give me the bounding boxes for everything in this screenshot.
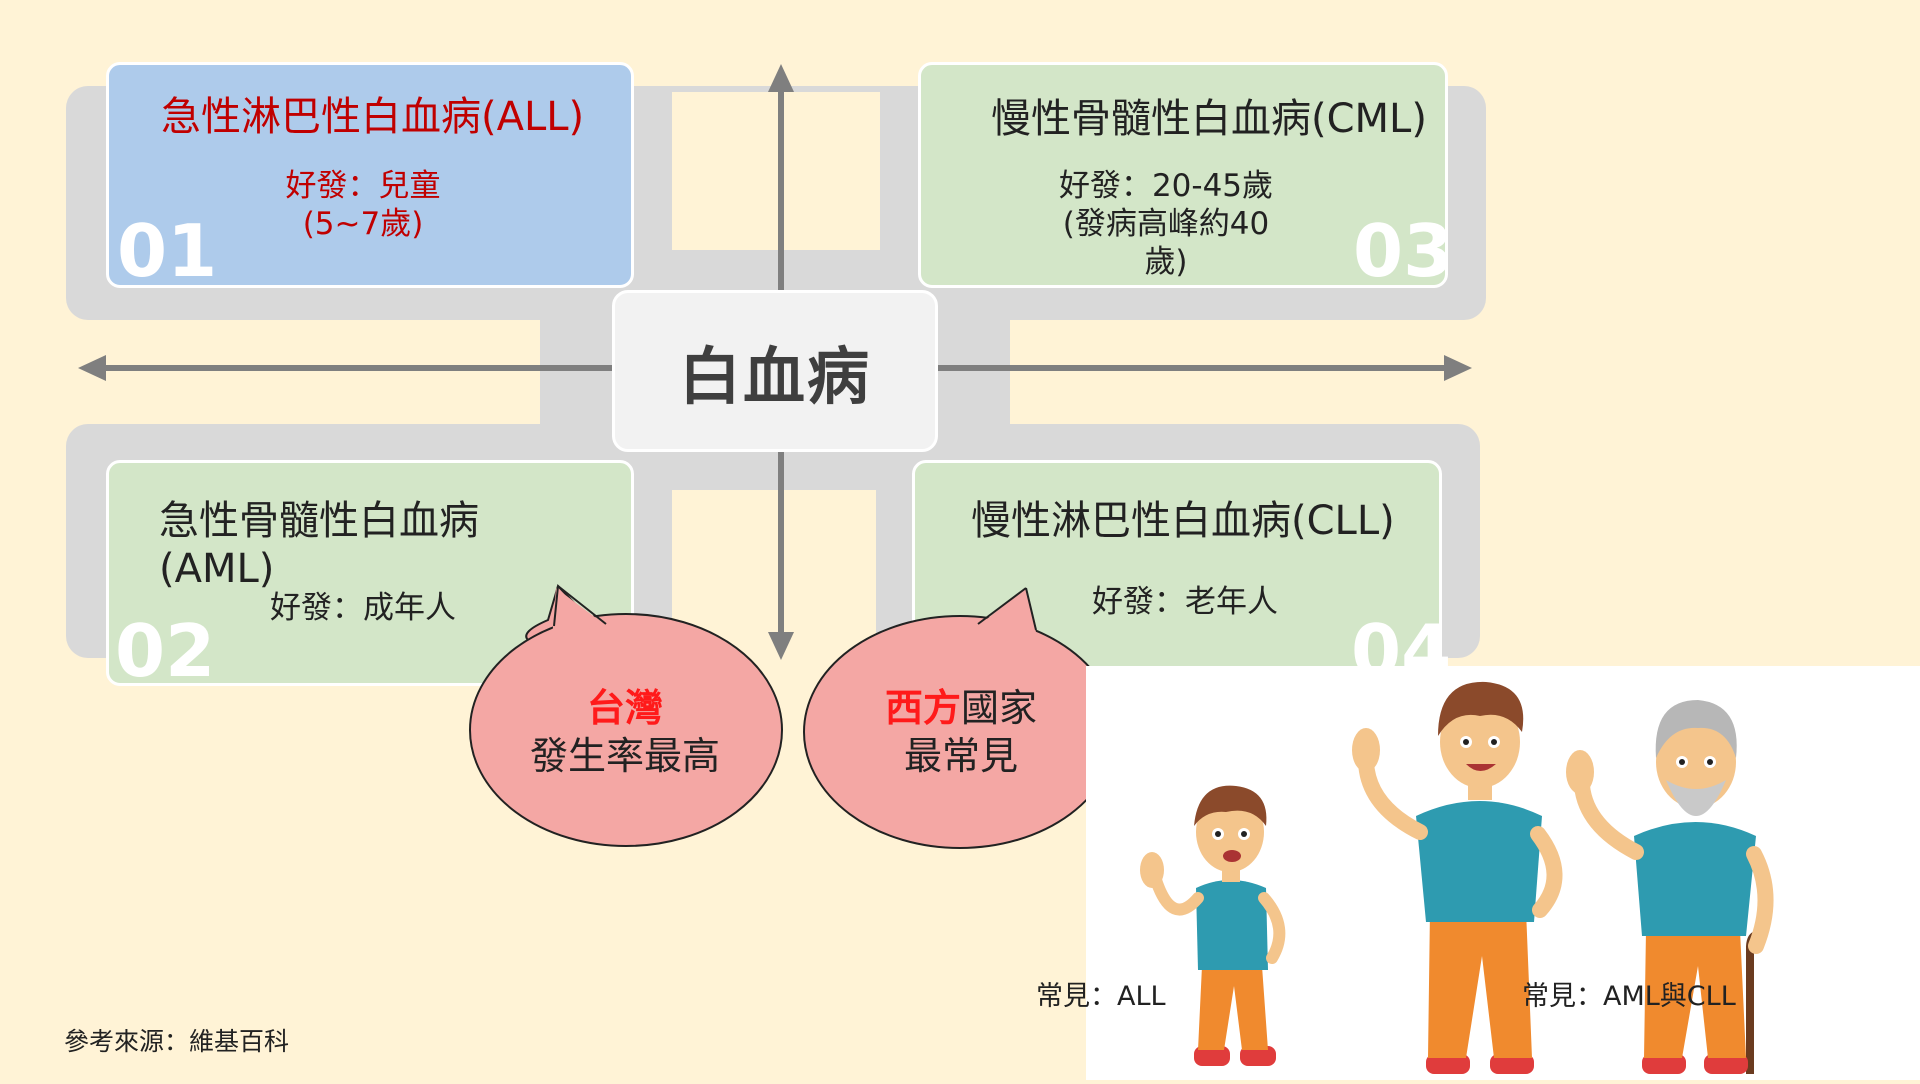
bubble-west-highlight: 西方 bbox=[884, 686, 961, 730]
bubble-taiwan-line2: 發生率最高 bbox=[529, 734, 720, 778]
card-cml-sub-line1: 好發：20-45歲 bbox=[1058, 168, 1274, 204]
card-all-sub-line2: (5~7歲) bbox=[302, 206, 424, 242]
arrow-left bbox=[78, 355, 612, 381]
card-cll-title: 慢性淋巴性白血病(CLL) bbox=[971, 498, 1395, 544]
speech-bubble-taiwan bbox=[469, 584, 783, 847]
caption-adult-elder: 常見：AML與CLL bbox=[1522, 981, 1736, 1012]
card-cml-sub: 好發：20-45歲 (發病高峰約40 歲) bbox=[1051, 167, 1281, 281]
illustration-panel bbox=[1086, 666, 1920, 1080]
card-aml-title-line1: 急性骨髓性白血病 bbox=[159, 498, 479, 544]
card-all-number: 01 bbox=[117, 209, 218, 293]
adult-figure bbox=[1352, 681, 1563, 1074]
bubble-taiwan-highlight: 台灣 bbox=[586, 686, 663, 730]
card-aml: 急性骨髓性白血病 (AML) 好發：成年人 02 bbox=[106, 460, 634, 693]
card-cml-title: 慢性骨髓性白血病(CML) bbox=[991, 96, 1427, 142]
elder-figure bbox=[1566, 700, 1774, 1074]
card-aml-number: 02 bbox=[115, 609, 216, 693]
card-all-title: 急性淋巴性白血病(ALL) bbox=[161, 94, 585, 140]
child-figure bbox=[1140, 785, 1286, 1066]
card-cll: 慢性淋巴性白血病(CLL) 好發：老年人 04 bbox=[912, 460, 1451, 687]
band-gap-top bbox=[672, 92, 880, 250]
bubble-west-rest: 國家 bbox=[961, 686, 1038, 730]
arrow-up bbox=[768, 64, 794, 290]
source-note: 參考來源：維基百科 bbox=[64, 1027, 290, 1056]
card-all-sub: 好發：兒童 (5~7歲) bbox=[263, 167, 463, 243]
bubble-west-line2: 最常見 bbox=[903, 734, 1018, 778]
arrow-down bbox=[768, 452, 794, 660]
card-cml-number: 03 bbox=[1353, 209, 1454, 293]
card-cml-sub-line3: 歲) bbox=[1144, 244, 1188, 280]
arrow-right bbox=[938, 355, 1472, 381]
card-aml-sub-line1: 好發：成年人 bbox=[270, 590, 456, 626]
card-cll-sub-line1: 好發：老年人 bbox=[1092, 584, 1278, 620]
center-label: 白血病 bbox=[678, 340, 871, 413]
card-cml-sub-line2: (發病高峰約40 bbox=[1062, 206, 1270, 242]
card-all-sub-line1: 好發：兒童 bbox=[285, 168, 441, 204]
card-aml-title-line2: (AML) bbox=[159, 546, 275, 592]
bubble-taiwan-text: 台灣 發生率最高 bbox=[490, 684, 760, 780]
card-cml: 慢性骨髓性白血病(CML) 好發：20-45歲 (發病高峰約40 歲) 03 bbox=[918, 62, 1453, 288]
people-illustration bbox=[1140, 681, 1774, 1074]
card-all: 急性淋巴性白血病(ALL) 好發：兒童 (5~7歲) 01 bbox=[106, 62, 634, 288]
caption-child: 常見：ALL bbox=[1036, 981, 1166, 1012]
bubble-west-text: 西方國家 最常見 bbox=[826, 684, 1096, 780]
center-box: 白血病 bbox=[612, 290, 938, 452]
